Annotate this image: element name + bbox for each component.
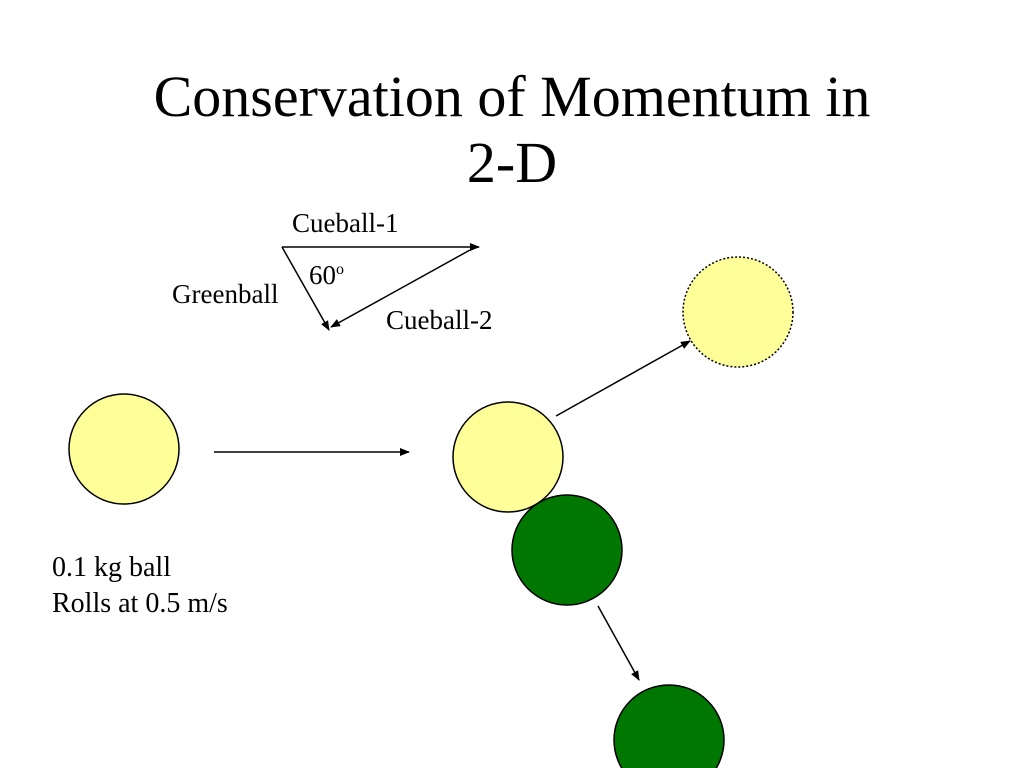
ball-caption: 0.1 kg ball Rolls at 0.5 m/s bbox=[52, 550, 228, 623]
cueball-1-label: Cueball-1 bbox=[292, 208, 399, 238]
collision-green-ball bbox=[511, 494, 623, 606]
vector-triangle bbox=[281, 243, 480, 331]
greenball-vector bbox=[281, 246, 330, 331]
final-cue-ball bbox=[682, 256, 794, 368]
cueball-2-label: Cueball-2 bbox=[386, 305, 493, 335]
cue-ball-outgoing-arrow bbox=[555, 340, 691, 417]
final-green-ball bbox=[613, 684, 725, 768]
page-title: Conservation of Momentum in 2-D bbox=[0, 64, 1024, 195]
angle-unit: o bbox=[336, 261, 344, 278]
caption-mass: 0.1 kg ball bbox=[52, 552, 171, 583]
caption-speed: Rolls at 0.5 m/s bbox=[52, 588, 228, 620]
initial-cue-ball bbox=[68, 393, 180, 505]
angle-label: 60o bbox=[309, 262, 344, 289]
collision-cue-ball bbox=[452, 401, 564, 513]
green-ball-outgoing-arrow bbox=[597, 605, 640, 681]
angle-value: 60 bbox=[309, 260, 336, 290]
cueball-2-vector bbox=[330, 249, 471, 328]
greenball-label: Greenball bbox=[172, 279, 279, 309]
title-line-1: Conservation of Momentum in bbox=[153, 64, 871, 129]
title-line-2: 2-D bbox=[466, 129, 558, 195]
